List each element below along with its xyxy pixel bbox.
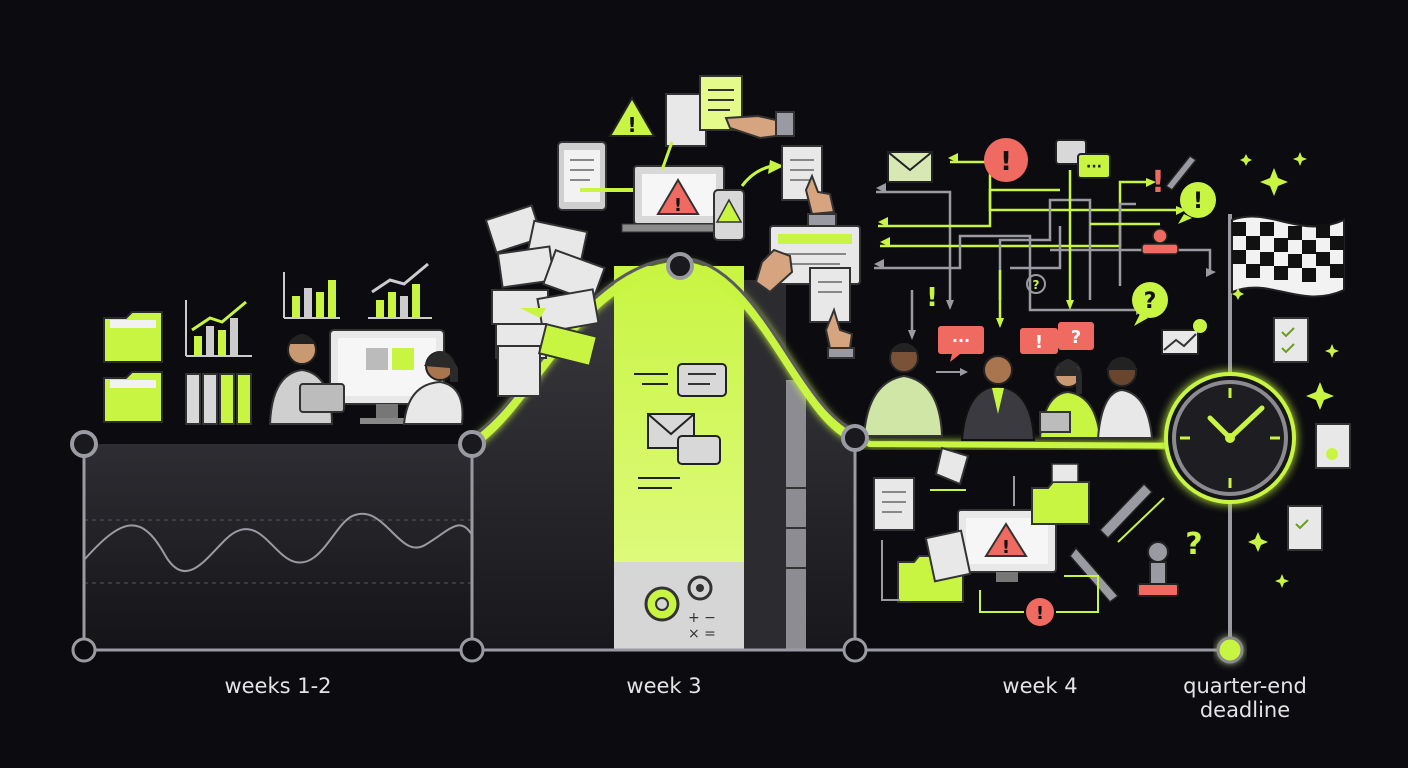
alert-icon: !: [1026, 598, 1054, 626]
phase-label-week-4: week 4: [1002, 674, 1078, 698]
question-icon: ?: [1058, 322, 1094, 350]
svg-text:!: !: [674, 195, 682, 216]
timeline-node: [666, 252, 694, 280]
deadline-node: [1216, 636, 1244, 664]
people-icon: [862, 343, 1154, 441]
svg-text:?: ?: [1144, 289, 1157, 314]
bar-chart-icon: [185, 300, 252, 357]
pen-icon: [1164, 154, 1198, 192]
tablet-icon: [557, 141, 607, 211]
hand-pointer-icon: [804, 173, 837, 227]
svg-text:!: !: [627, 113, 636, 137]
hand-pointer-icon: [824, 306, 855, 359]
document-stack-icon: [809, 267, 851, 323]
folder-icon: [897, 463, 1090, 603]
document-stack-icon: [484, 204, 606, 397]
sparkle-icon: [1232, 152, 1339, 588]
phase-label-weeks-1-2: weeks 1-2: [224, 674, 332, 698]
weeks-1-2-section: [83, 262, 473, 650]
chat-bubble-icon: ···: [938, 326, 984, 362]
timeline-nodes: [70, 252, 1244, 664]
deadline-label-line-2: deadline: [1199, 698, 1291, 722]
svg-text:?: ?: [1071, 327, 1081, 348]
deadline-section: [1154, 152, 1351, 650]
stamp-icon: [1137, 541, 1179, 597]
monitor-icon: !: [957, 509, 1057, 582]
question-icon: ?: [1132, 282, 1168, 326]
alert-icon: !: [926, 283, 938, 313]
svg-text:!: !: [926, 283, 938, 313]
timeline-node: [459, 637, 485, 663]
timeline-node: [70, 430, 98, 458]
people-icon: [268, 334, 464, 425]
svg-text:!: !: [1000, 147, 1012, 177]
warning-icon: !: [656, 178, 700, 216]
alert-icon: !: [1020, 328, 1058, 354]
phone-icon: [713, 189, 745, 241]
document-stack-icon: [873, 446, 970, 531]
document-stack-icon: [665, 75, 743, 147]
alert-icon: !: [984, 138, 1028, 182]
hand-pointer-icon: [754, 248, 794, 294]
question-icon: ?: [1185, 527, 1202, 562]
bar-chart-icon: [283, 272, 340, 319]
svg-text:···: ···: [952, 331, 970, 350]
svg-text:···: ···: [1086, 159, 1102, 175]
folder-icon: [103, 311, 163, 423]
tangled-arrows: [874, 160, 1212, 330]
alert-icon: !: [1178, 182, 1216, 224]
envelope-icon: [1161, 319, 1207, 355]
question-icon: ?: [1026, 274, 1046, 294]
bar-chart-icon: [368, 262, 432, 319]
steady-wave-line: [83, 512, 473, 573]
week-3-section: + − × =: [469, 75, 861, 650]
binder-icon: [185, 373, 252, 425]
svg-text:!: !: [1035, 332, 1043, 353]
alert-icon: !: [1151, 165, 1165, 200]
phase-label-deadline: quarter-end deadline: [1140, 674, 1350, 722]
gears-icon: [644, 575, 713, 622]
timeline-node: [842, 637, 868, 663]
chat-bubble-icon: [634, 363, 727, 397]
svg-text:?: ?: [1033, 278, 1040, 292]
hand-pointer-icon: [724, 111, 795, 140]
timeline-node: [841, 424, 869, 452]
timeline-axis: [82, 438, 1230, 652]
deadline-label-line-1: quarter-end: [1183, 674, 1307, 698]
checkered-flag-icon: [1231, 215, 1345, 298]
svg-text:!: !: [1002, 537, 1010, 558]
week-4-section: ! ··· ! ! ? !: [853, 138, 1231, 626]
calculator-icon: + − × =: [688, 610, 716, 642]
svg-text:+ −: + −: [688, 610, 716, 626]
clock-icon: [1154, 362, 1306, 514]
svg-text:!: !: [1151, 165, 1165, 200]
envelope-icon: [638, 413, 721, 489]
stamp-icon: [1141, 228, 1179, 255]
chat-bubble-icon: ···: [1055, 139, 1111, 179]
timeline-node: [71, 637, 97, 663]
monitor-icon: [329, 329, 445, 424]
checklist-icon: [1273, 317, 1351, 551]
svg-text:× =: × =: [688, 626, 716, 642]
phase-label-week-3: week 3: [626, 674, 702, 698]
svg-text:?: ?: [1185, 527, 1202, 562]
svg-text:!: !: [1193, 189, 1203, 214]
svg-text:!: !: [1036, 603, 1044, 624]
warning-icon: !: [608, 96, 656, 137]
timeline-node: [458, 430, 486, 458]
envelope-icon: [887, 151, 933, 183]
